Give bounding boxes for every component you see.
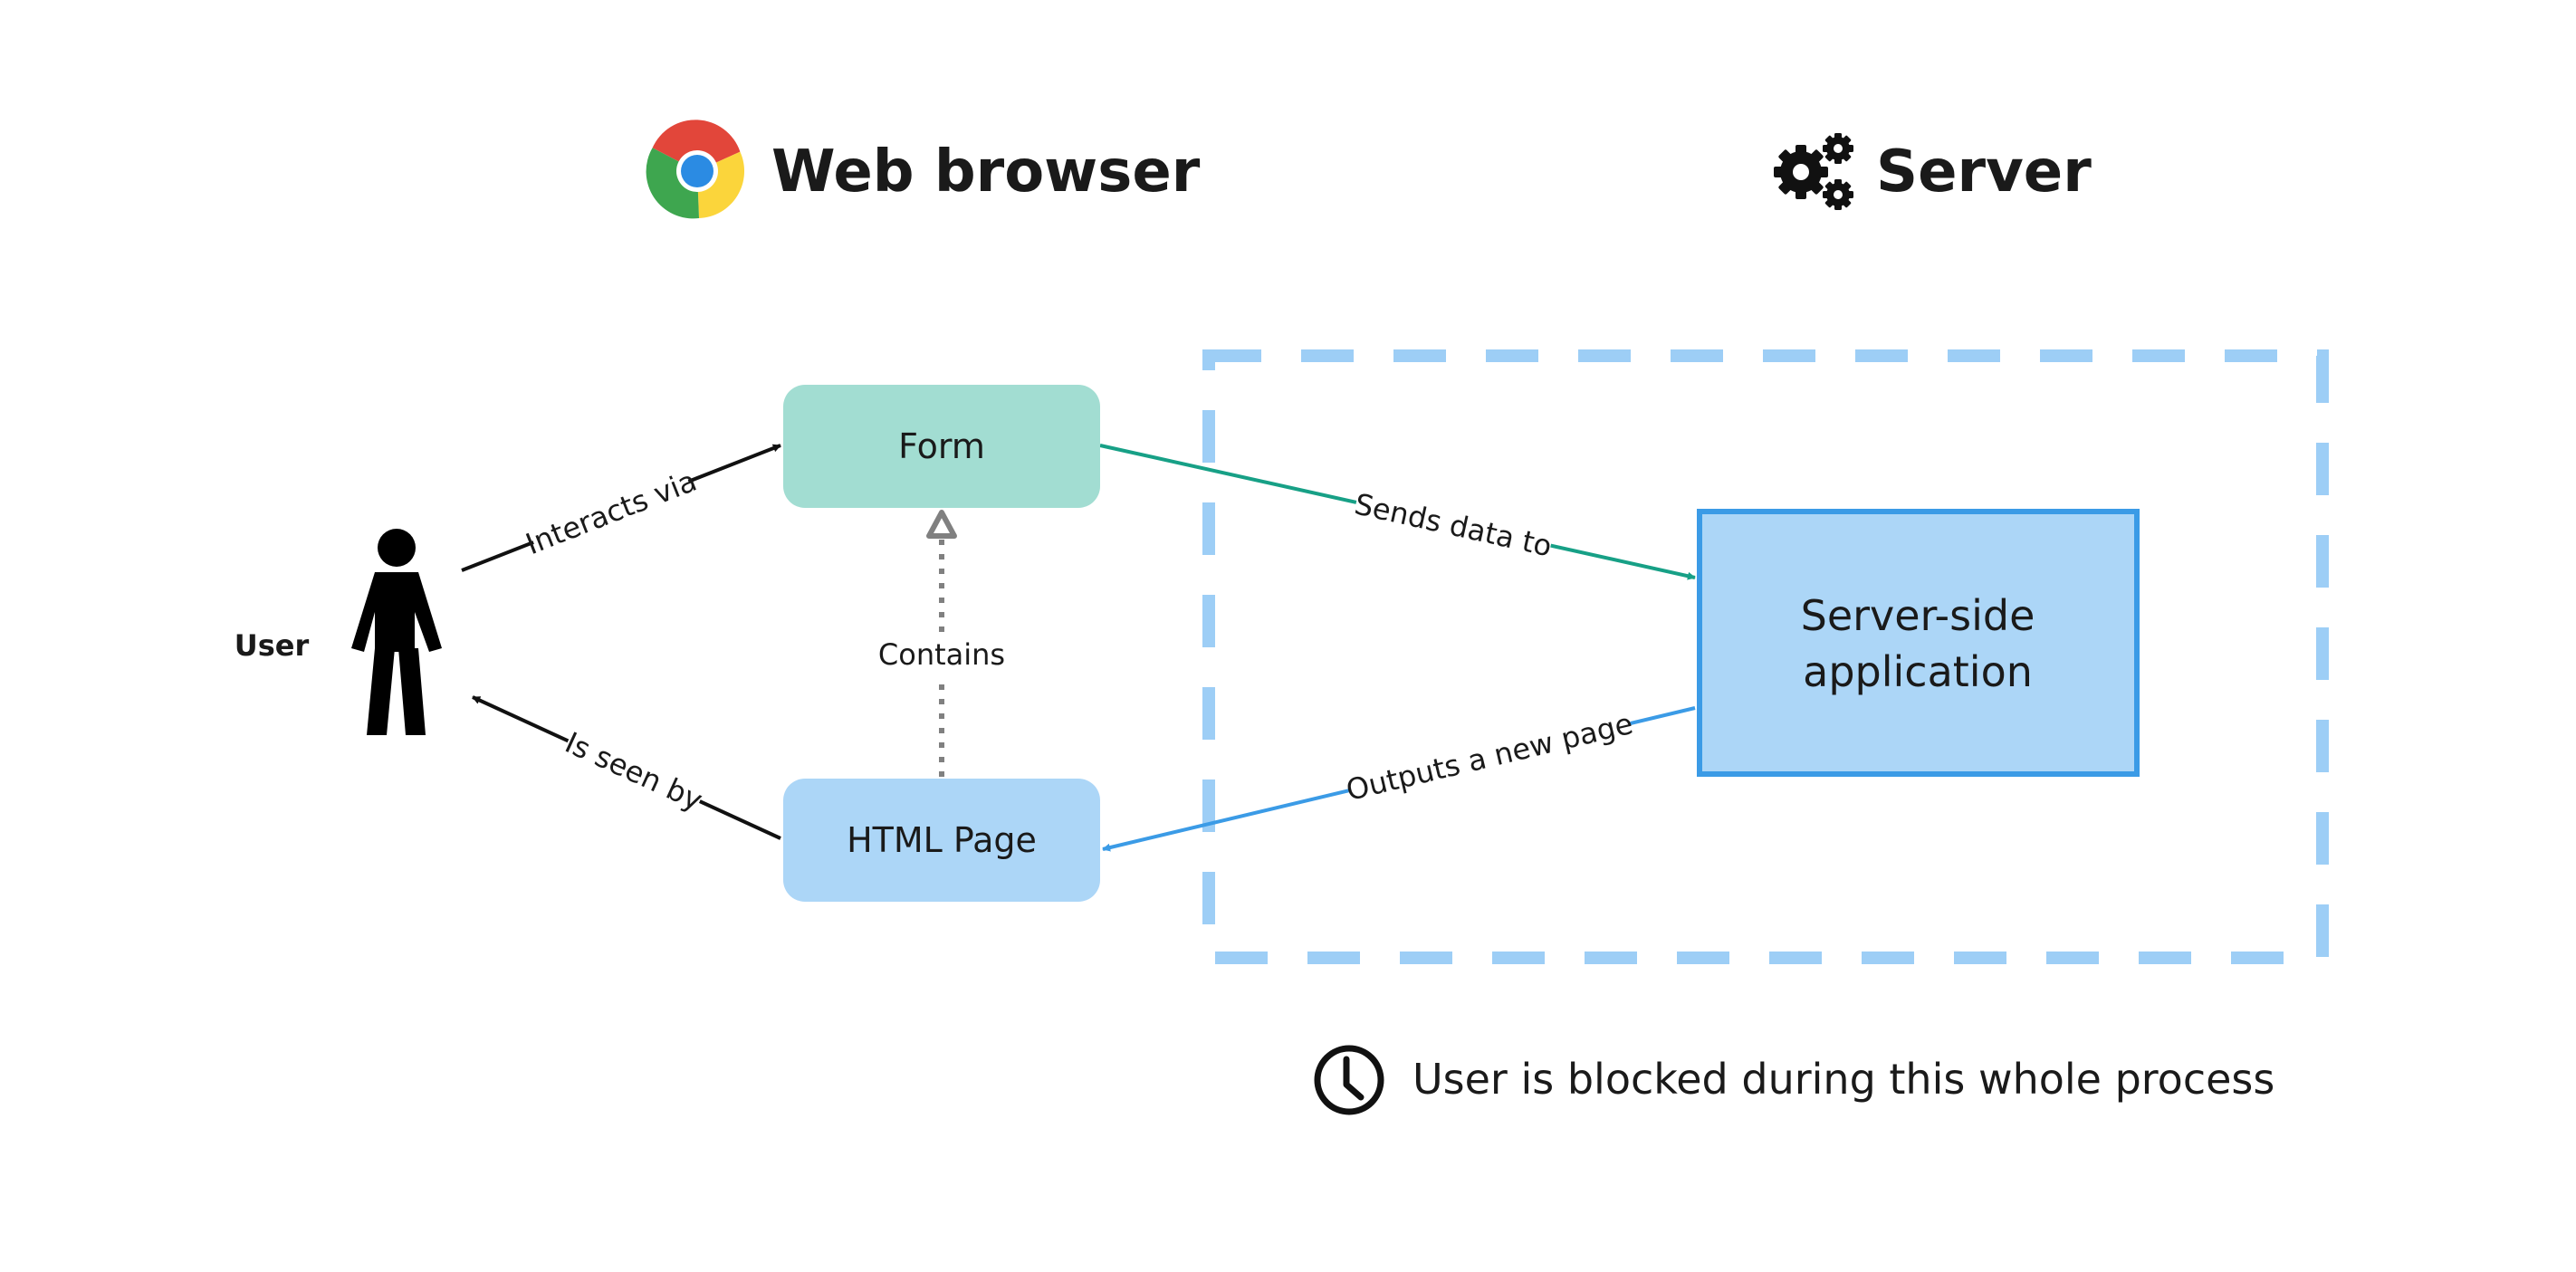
user-label: User: [235, 628, 310, 663]
form-node: Form: [783, 385, 1100, 508]
clock-icon: [1314, 1045, 1384, 1115]
browser-heading-label: Web browser: [771, 139, 1201, 206]
edge-interacts-via: Interacts via: [461, 444, 781, 572]
blocking-note: User is blocked during this whole proces…: [1314, 1045, 2274, 1115]
edge-is-seen-by: Is seen by: [472, 695, 781, 840]
edge-label-sends-data-to: Sends data to: [1352, 486, 1556, 563]
server-side-application-node: Server-side application: [1697, 509, 2140, 777]
browser-heading: Web browser: [646, 120, 1201, 219]
server-heading-label: Server: [1876, 139, 2092, 206]
html-page-node-label: HTML Page: [847, 820, 1037, 860]
edge-label-outputs-a-new-page: Outputs a new page: [1343, 706, 1636, 808]
person-icon: [351, 529, 442, 735]
server-zone-boundary: [1202, 349, 2329, 964]
gears-icon: [1774, 133, 1853, 210]
form-node-label: Form: [898, 426, 985, 466]
user-actor: User: [235, 529, 442, 735]
edge-outputs-a-new-page: Outputs a new page: [1102, 700, 1696, 852]
edge-sends-data-to: Sends data to: [1099, 444, 1696, 580]
html-page-node: HTML Page: [783, 779, 1100, 902]
chrome-icon: [646, 120, 745, 219]
server-app-label-line2: application: [1803, 647, 2033, 696]
edge-label-contains: Contains: [878, 637, 1005, 672]
server-app-label-line1: Server-side: [1801, 591, 2035, 640]
server-heading: Server: [1774, 133, 2092, 210]
edge-contains: Contains: [875, 510, 1009, 777]
blocking-note-text: User is blocked during this whole proces…: [1412, 1055, 2274, 1104]
